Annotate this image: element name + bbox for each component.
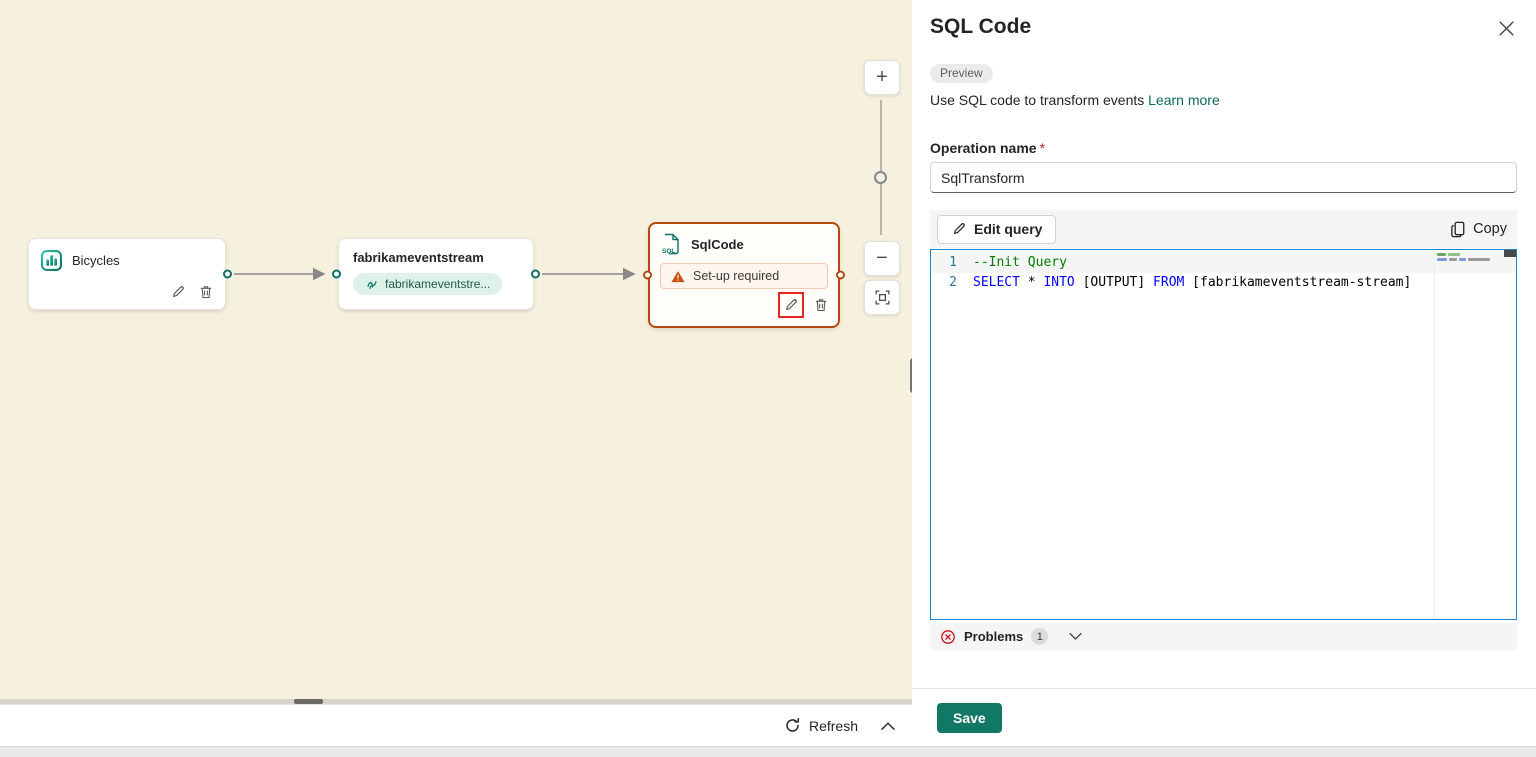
pencil-icon: [951, 221, 967, 237]
code-token: SELECT: [973, 275, 1020, 290]
sql-document-icon: SQL: [662, 233, 681, 255]
code-token: INTO: [1043, 275, 1075, 290]
edit-node-icon[interactable]: [167, 281, 189, 303]
plus-icon: +: [876, 66, 888, 88]
operation-name-label: Operation name*: [930, 140, 1045, 156]
output-port[interactable]: [531, 269, 540, 279]
node-title: Bicycles: [72, 253, 120, 268]
stream-pill-label: fabrikameventstre...: [385, 277, 491, 291]
canvas-horizontal-scrollbar-track[interactable]: [0, 699, 912, 704]
panel-description: Use SQL code to transform events Learn m…: [930, 92, 1220, 108]
zoom-in-button[interactable]: +: [864, 60, 900, 95]
required-asterisk: *: [1039, 140, 1046, 156]
code-token: [OUTPUT]: [1074, 275, 1154, 290]
problems-label: Problems: [964, 629, 1024, 644]
chevron-down-icon[interactable]: [1068, 632, 1083, 641]
learn-more-link[interactable]: Learn more: [1148, 92, 1220, 108]
code-line[interactable]: 1 --Init Query: [931, 253, 1516, 273]
code-token: [fabrikameventstream-stream]: [1184, 275, 1412, 290]
copy-label: Copy: [1473, 221, 1507, 237]
chevron-up-icon[interactable]: [880, 721, 896, 731]
zoom-slider-track[interactable]: [880, 100, 882, 235]
editor-minimap[interactable]: [1434, 250, 1504, 619]
code-token: *: [1019, 275, 1044, 290]
canvas-bottom-bar: Refresh: [0, 704, 912, 746]
problems-count-badge: 1: [1031, 628, 1049, 645]
output-port[interactable]: [836, 270, 845, 280]
annotation-highlight-box: [778, 292, 804, 318]
fit-to-view-button[interactable]: [864, 280, 900, 315]
canvas-horizontal-scrollbar-thumb[interactable]: [294, 699, 323, 704]
panel-title: SQL Code: [930, 15, 1032, 38]
node-title: SqlCode: [691, 236, 744, 252]
setup-required-label: Set-up required: [693, 269, 780, 283]
query-toolbar: Edit query Copy: [930, 210, 1517, 248]
node-bicycles[interactable]: Bicycles: [28, 238, 232, 310]
input-port[interactable]: [332, 269, 341, 279]
input-port[interactable]: [643, 270, 652, 280]
svg-text:SQL: SQL: [662, 248, 675, 255]
panel-divider: [912, 688, 1536, 689]
sql-code-editor[interactable]: 1 --Init Query 2 SELECT * INTO [OUTPUT] FR…: [930, 249, 1517, 620]
setup-required-banner: Set-up required: [660, 263, 828, 289]
delete-node-icon[interactable]: [810, 294, 832, 316]
stream-pill[interactable]: fabrikameventstre...: [353, 273, 503, 295]
operation-name-text: Operation name: [930, 140, 1037, 156]
edge-connectors: [234, 267, 636, 281]
copy-button[interactable]: Copy: [1449, 220, 1507, 239]
code-token: --Init Query: [973, 255, 1067, 270]
line-number: 1: [949, 255, 957, 270]
warning-icon: [671, 270, 685, 283]
canvas-vertical-scrollbar[interactable]: [910, 358, 912, 393]
save-button[interactable]: Save: [937, 703, 1002, 733]
fit-to-view-icon: [874, 289, 891, 306]
edit-query-button[interactable]: Edit query: [937, 214, 1057, 244]
bar-chart-icon: [41, 250, 62, 271]
editor-scrollbar-thumb[interactable]: [1504, 250, 1516, 257]
node-eventstream[interactable]: fabrikameventstream fabrikameventstre...: [332, 238, 540, 310]
code-line[interactable]: 2 SELECT * INTO [OUTPUT] FROM [fabrikamev…: [931, 273, 1516, 293]
copy-icon: [1449, 220, 1468, 239]
edit-node-icon[interactable]: [781, 295, 801, 315]
eventstream-canvas[interactable]: Bicycles fabrikameventstream: [0, 0, 912, 699]
minus-icon: −: [876, 247, 888, 269]
preview-badge: Preview: [930, 64, 993, 83]
line-number: 2: [949, 275, 957, 290]
node-sqlcode[interactable]: SQL SqlCode Set-up required: [643, 222, 845, 328]
zoom-out-button[interactable]: −: [864, 241, 900, 276]
description-text: Use SQL code to transform events: [930, 92, 1149, 108]
refresh-button[interactable]: Refresh: [784, 717, 858, 734]
eventstream-icon: [365, 277, 379, 291]
close-icon[interactable]: [1495, 17, 1517, 39]
output-port[interactable]: [223, 269, 232, 279]
edit-query-label: Edit query: [974, 221, 1043, 237]
code-token: FROM: [1153, 275, 1185, 290]
bottom-page-strip: [0, 746, 1536, 757]
problems-bar[interactable]: Problems 1: [930, 623, 1517, 650]
refresh-icon: [784, 717, 801, 734]
sql-code-panel: SQL Code Preview Use SQL code to transfo…: [912, 0, 1536, 746]
node-title: fabrikameventstream: [353, 250, 484, 265]
error-circle-icon: [940, 629, 956, 645]
zoom-slider-handle[interactable]: [874, 171, 887, 184]
refresh-label: Refresh: [808, 717, 858, 734]
operation-name-input[interactable]: [930, 162, 1517, 193]
delete-node-icon[interactable]: [195, 281, 217, 303]
